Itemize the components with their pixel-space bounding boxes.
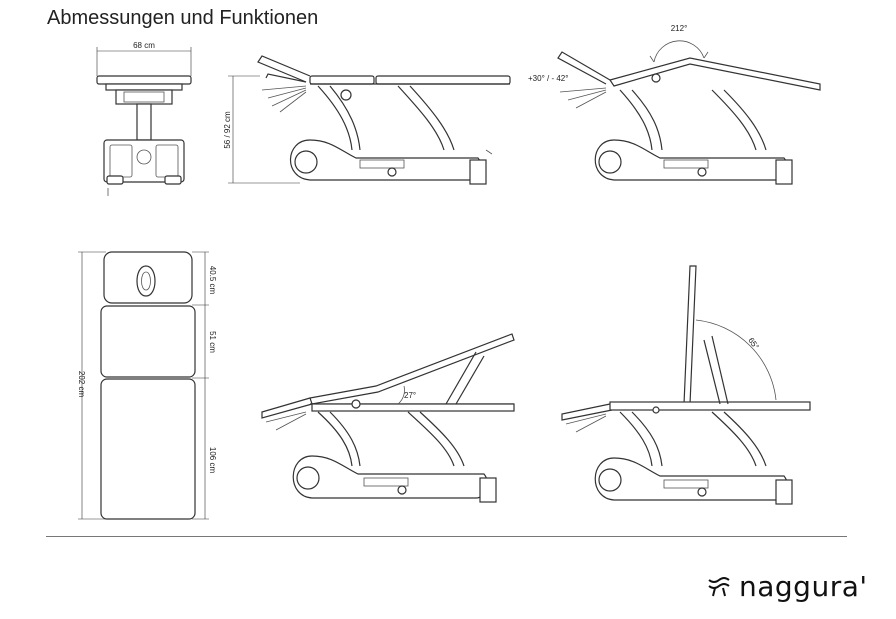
divider-line (46, 536, 847, 537)
top-view-drawing (78, 251, 209, 520)
front-view-drawing (96, 47, 192, 196)
side-view-inclined-drawing (261, 333, 515, 503)
side-view-flat-drawing (228, 55, 511, 185)
height-dimension-label: 56 / 92 cm (223, 111, 232, 149)
inclined-angle-label: 27° (404, 391, 416, 400)
side-view-head-tilt-drawing (557, 40, 821, 185)
brand-logo: naggura' (707, 569, 868, 603)
back-max-angle-label: 212° (671, 24, 688, 33)
page-title: Abmessungen und Funktionen (47, 7, 319, 29)
length-dimension-label: 202 cm (77, 371, 86, 398)
brand-name: naggura' (739, 569, 868, 603)
side-view-backrest-drawing (561, 265, 811, 505)
head-section-dimension-label: 40.5 cm (208, 266, 217, 295)
head-range-angle-label: +30° / - 42° (528, 74, 568, 83)
backrest-angle-label: 65° (746, 336, 760, 351)
leg-section-dimension-label: 106 cm (208, 447, 217, 474)
naggura-logo-icon (708, 577, 730, 597)
mid-section-dimension-label: 51 cm (208, 331, 217, 353)
width-dimension-label: 68 cm (133, 41, 155, 50)
